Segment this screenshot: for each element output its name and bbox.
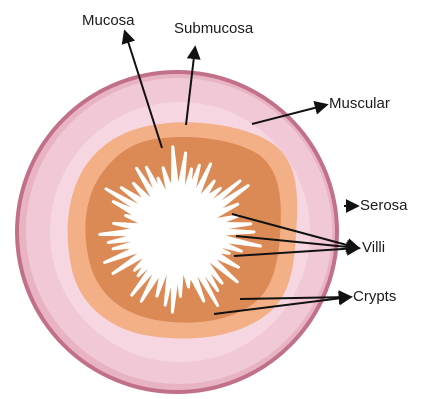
villi-label: Villi	[362, 239, 385, 257]
mucosa-label: Mucosa	[82, 12, 135, 30]
submucosa-label: Submucosa	[174, 20, 253, 38]
serosa-label: Serosa	[360, 197, 408, 215]
crypts-label: Crypts	[353, 288, 396, 306]
muscular-label: Muscular	[329, 95, 390, 113]
